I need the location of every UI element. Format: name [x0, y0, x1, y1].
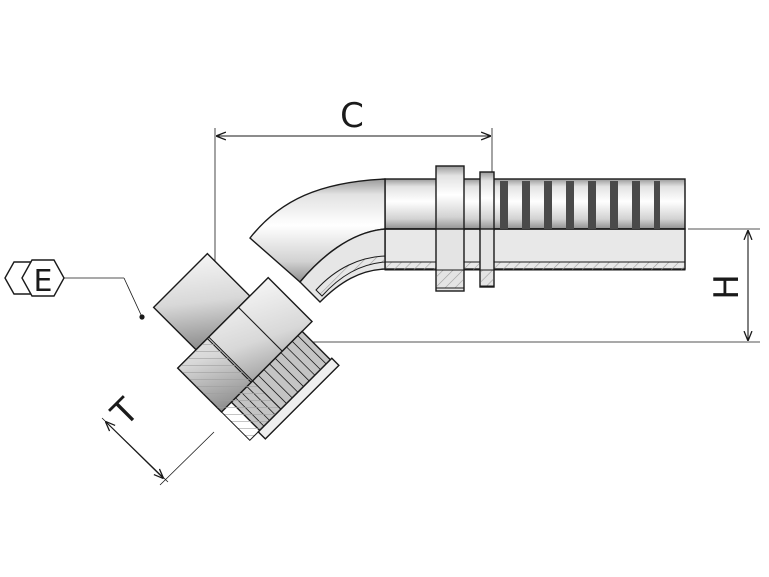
callout-dot — [139, 314, 145, 320]
dimension-c-label: C — [340, 96, 364, 136]
hex-callout-label: E — [34, 264, 53, 299]
hex-callout-e: E — [4, 259, 145, 320]
dimension-t: T — [101, 391, 215, 486]
dimension-h-label: H — [707, 274, 747, 300]
dimension-h: H — [300, 228, 760, 343]
barb-ridges — [500, 181, 660, 229]
tube-bend — [249, 178, 386, 303]
hose-tail — [384, 165, 686, 292]
swivel-nut-assembly — [152, 252, 340, 442]
dimension-t-label: T — [103, 391, 147, 435]
